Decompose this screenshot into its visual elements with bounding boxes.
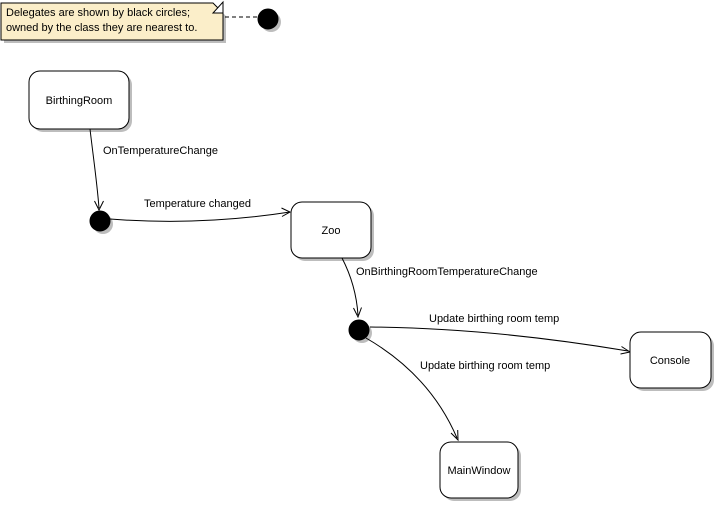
edge-delegate-to-console[interactable] <box>369 326 629 352</box>
node-zoo[interactable]: Zoo <box>290 201 374 261</box>
edge-label-ontemperaturechange: OnTemperatureChange <box>103 145 218 157</box>
edge-zoo-to-delegate[interactable] <box>341 257 359 316</box>
node-mainwindow-label: MainWindow <box>448 465 511 477</box>
edge-birthingroom-to-delegate[interactable] <box>89 128 100 209</box>
delegate-circle-icon[interactable] <box>89 210 111 232</box>
arrowhead-into-mainwindow <box>450 429 459 442</box>
note-text-line1: Delegates are shown by black circles; <box>6 7 190 19</box>
note: Delegates are shown by black circles; ow… <box>0 0 226 43</box>
node-zoo-label: Zoo <box>322 225 341 237</box>
note-body[interactable] <box>0 2 224 41</box>
edge-delegate-to-zoo[interactable] <box>109 211 291 222</box>
edge-label-update-birthing-room-temp-console: Update birthing room temp <box>429 313 559 325</box>
node-console-box[interactable] <box>629 331 712 389</box>
node-mainwindow[interactable]: MainWindow <box>439 441 521 501</box>
node-console-label: Console <box>650 355 690 367</box>
node-birthingroom-label: BirthingRoom <box>46 95 113 107</box>
edge-label-temperature-changed: Temperature changed <box>144 198 251 210</box>
arrowhead-into-delegate-2 <box>353 307 362 319</box>
arrowhead-into-zoo <box>281 207 292 217</box>
arrowhead-into-delegate-1 <box>94 200 104 212</box>
node-mainwindow-box[interactable] <box>439 441 519 499</box>
note-fold-corner-icon <box>211 0 224 14</box>
delegate-circle-icon[interactable] <box>257 8 279 30</box>
node-birthingroom[interactable]: BirthingRoom <box>28 70 132 132</box>
delegate-circle-on-birthingroom-temperature-change[interactable] <box>348 319 372 343</box>
edge-label-onbirthingroomtemperaturechange: OnBirthingRoomTemperatureChange <box>356 266 538 278</box>
node-zoo-box[interactable] <box>290 201 372 259</box>
delegate-circle-example[interactable] <box>257 8 281 32</box>
edge-delegate-to-mainwindow[interactable] <box>365 337 458 439</box>
note-text-line2: owned by the class they are nearest to. <box>6 22 197 34</box>
delegate-circle-icon[interactable] <box>348 319 370 341</box>
node-console[interactable]: Console <box>629 331 714 391</box>
edge-label-update-birthing-room-temp-mainwindow: Update birthing room temp <box>420 360 550 372</box>
node-birthingroom-box[interactable] <box>28 70 130 130</box>
delegate-circle-on-temperature-change[interactable] <box>89 210 113 234</box>
